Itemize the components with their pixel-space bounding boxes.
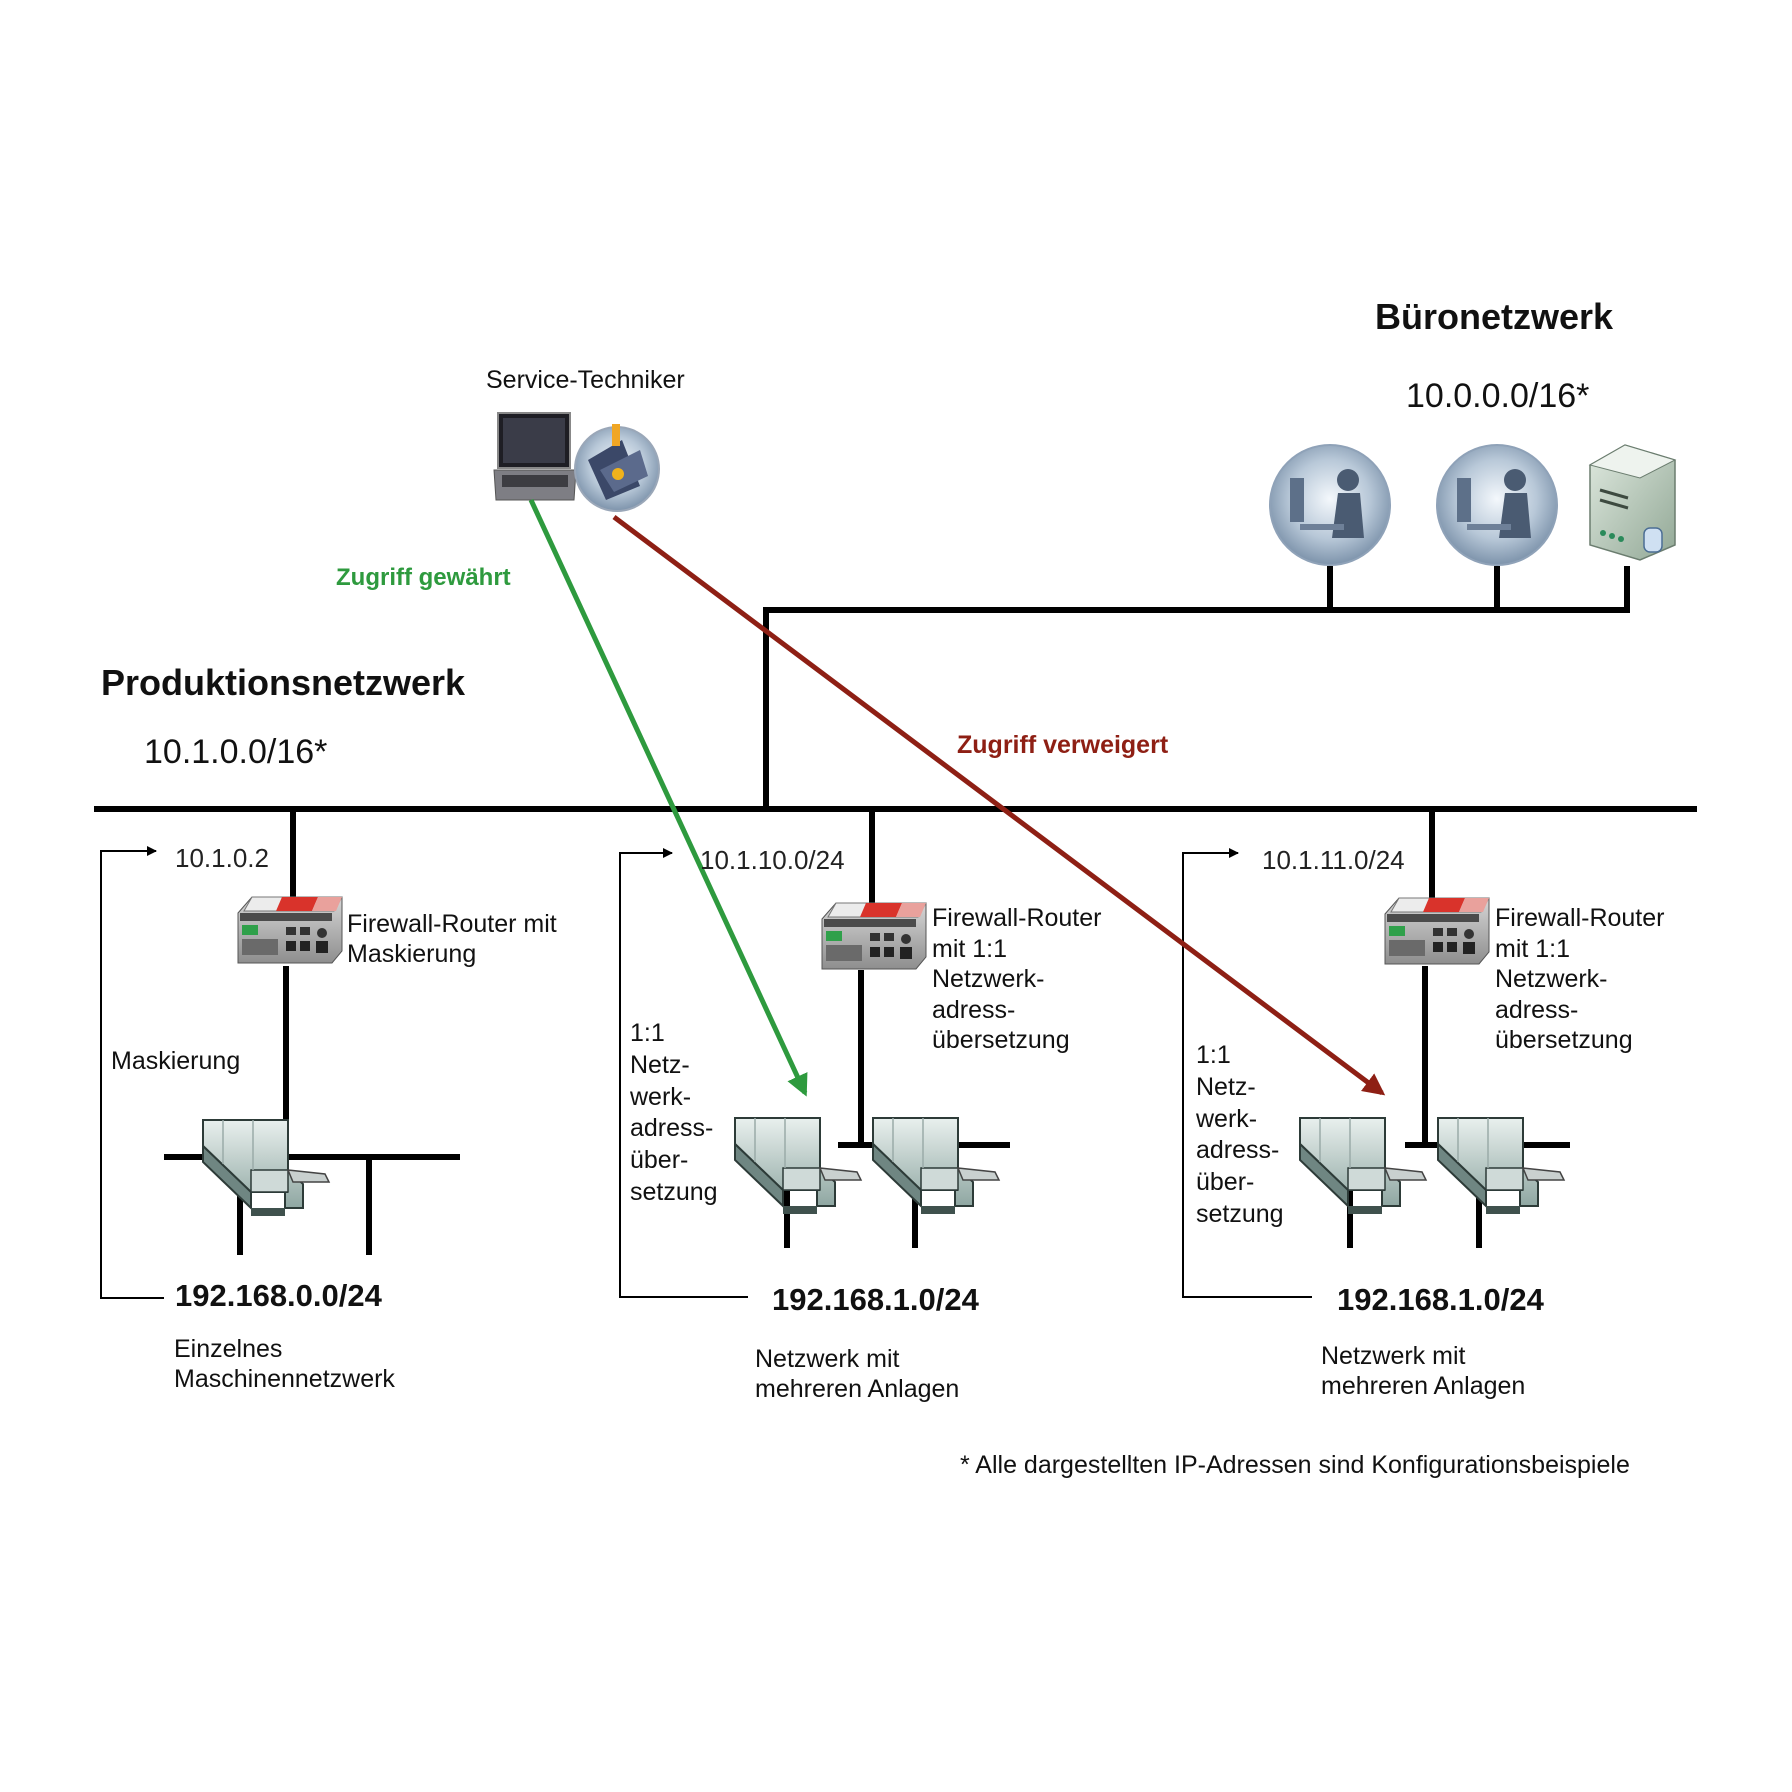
router-label-line: Firewall-Router mit [347, 910, 557, 938]
nat-label-line: werk- [1196, 1104, 1258, 1133]
router-label-line: mit 1:1 [1495, 934, 1571, 963]
cell1-router-label: Firewall-Router mit Maskierung [347, 910, 607, 969]
cell1-description: Einzelnes Maschinennetzwerk [174, 1335, 474, 1394]
server-icon [1588, 444, 1677, 561]
router-label-line: Firewall-Router [1495, 904, 1665, 932]
production-network-cidr: 10.1.0.0/16* [144, 733, 328, 771]
nat-label-line: über- [1196, 1168, 1255, 1196]
cell1-nat-bracket [100, 846, 164, 1299]
cell2-router-label: Firewall-Router mit 1:1 Netzwerk- adress… [932, 903, 1152, 1056]
cell2-subnet: 192.168.1.0/24 [772, 1282, 979, 1317]
service-technician-label: Service-Techniker [486, 366, 685, 394]
service-tools-icon [574, 424, 660, 512]
firewall-router-icon [237, 896, 343, 964]
cell2-address: 10.1.10.0/24 [700, 845, 845, 875]
production-machine-icon [1299, 1117, 1427, 1215]
access-granted-label: Zugriff gewährt [336, 564, 511, 591]
router-label-line: Netzwerk- [1495, 965, 1608, 993]
workstation-user-icon [1436, 444, 1558, 566]
firewall-router-icon [821, 902, 927, 970]
description-line: Netzwerk mit [755, 1345, 900, 1373]
nat-label-line: 1:1 [1196, 1041, 1231, 1069]
nat-label-line: über- [630, 1146, 689, 1174]
production-machine-icon [872, 1117, 1000, 1215]
access-denied-arrow [612, 515, 1386, 1096]
firewall-router-icon [1384, 897, 1490, 965]
access-granted-arrow [528, 498, 808, 1097]
description-line: Maschinennetzwerk [174, 1364, 395, 1393]
cell3-router-label: Firewall-Router mit 1:1 Netzwerk- adress… [1495, 903, 1715, 1056]
description-line: mehreren Anlagen [755, 1374, 960, 1403]
router-label-line: adress- [932, 995, 1016, 1024]
footnote: * Alle dargestellten IP-Adressen sind Ko… [960, 1451, 1630, 1479]
nat-label-line: setzung [1196, 1199, 1284, 1228]
cell3-nat-label: 1:1 Netz- werk- adress- über- setzung [1196, 1040, 1316, 1231]
description-line: Einzelnes [174, 1335, 283, 1363]
nat-label-line: Netz- [630, 1050, 690, 1079]
router-label-line: mit 1:1 [932, 934, 1008, 963]
description-line: mehreren Anlagen [1321, 1371, 1526, 1400]
nat-label-line: adress- [630, 1114, 714, 1143]
cell3-subnet: 192.168.1.0/24 [1337, 1282, 1544, 1317]
production-machine-icon [1437, 1117, 1565, 1215]
description-line: Netzwerk mit [1321, 1342, 1466, 1370]
nat-label-line: adress- [1196, 1136, 1280, 1165]
router-label-line: Netzwerk- [932, 965, 1045, 993]
router-label-line: Maskierung [347, 939, 477, 968]
cell2-nat-bracket [619, 848, 748, 1298]
access-denied-label: Zugriff verweigert [957, 731, 1169, 759]
cell1-nat-label: Maskierung [111, 1047, 241, 1075]
production-machine-icon [734, 1117, 862, 1215]
nat-label-line: 1:1 [630, 1019, 665, 1047]
cell3-address: 10.1.11.0/24 [1262, 845, 1405, 875]
production-network-title: Produktionsnetzwerk [101, 662, 466, 703]
cell2-nat-label: 1:1 Netz- werk- adress- über- setzung [630, 1018, 750, 1209]
office-backbone [763, 566, 1630, 809]
cell2-description: Netzwerk mit mehreren Anlagen [755, 1345, 1035, 1404]
router-label-line: Firewall-Router [932, 904, 1102, 932]
router-label-line: übersetzung [1495, 1026, 1633, 1054]
cell1-address: 10.1.0.2 [175, 843, 269, 873]
office-network-cidr: 10.0.0.0/16* [1406, 377, 1590, 415]
cell3-nat-bracket [1182, 848, 1312, 1298]
nat-label-line: Netz- [1196, 1072, 1256, 1101]
nat-label-line: setzung [630, 1177, 718, 1206]
production-machine-icon [202, 1119, 330, 1217]
nat-label-line: werk- [630, 1082, 692, 1111]
cell3-description: Netzwerk mit mehreren Anlagen [1321, 1342, 1601, 1401]
workstation-user-icon [1269, 444, 1391, 566]
router-label-line: übersetzung [932, 1026, 1070, 1054]
laptop-icon [493, 412, 577, 501]
office-network-title: Büronetzwerk [1375, 296, 1614, 337]
cell1-subnet: 192.168.0.0/24 [175, 1278, 382, 1313]
router-label-line: adress- [1495, 995, 1579, 1024]
